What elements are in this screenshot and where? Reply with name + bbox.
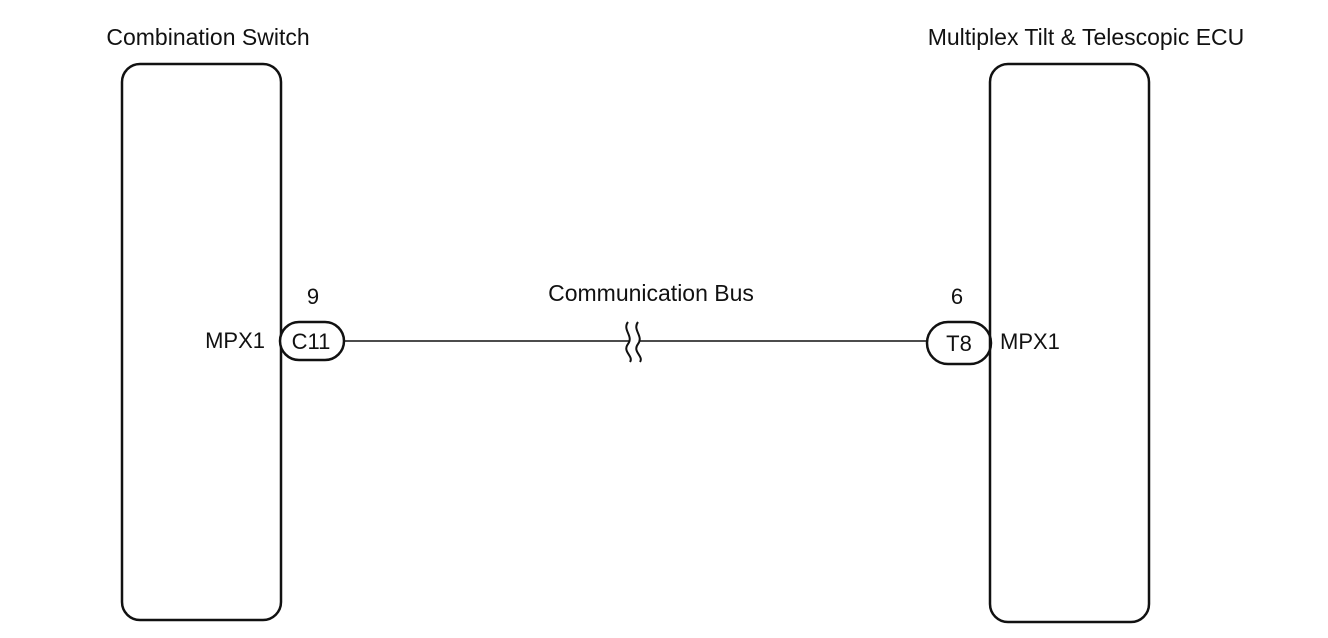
left-terminal-label: MPX1 [205, 328, 265, 353]
communication-wire: Communication Bus [344, 280, 928, 363]
left-connector-label: C11 [292, 329, 331, 354]
left-connector: 9 C11 [278, 284, 346, 362]
right-connector-label: T8 [946, 331, 972, 356]
wire-break-icon [625, 321, 642, 363]
right-terminal-label: MPX1 [1000, 329, 1060, 354]
left-pin-number: 9 [307, 284, 319, 309]
right-connector: 6 T8 [925, 284, 993, 366]
right-component-title: Multiplex Tilt & Telescopic ECU [928, 24, 1245, 50]
right-component: Multiplex Tilt & Telescopic ECU MPX1 [928, 24, 1245, 624]
right-component-body [988, 62, 1151, 624]
left-component: Combination Switch MPX1 [106, 24, 310, 622]
left-component-title: Combination Switch [106, 24, 309, 50]
wire-label: Communication Bus [548, 280, 754, 306]
right-pin-number: 6 [951, 284, 963, 309]
